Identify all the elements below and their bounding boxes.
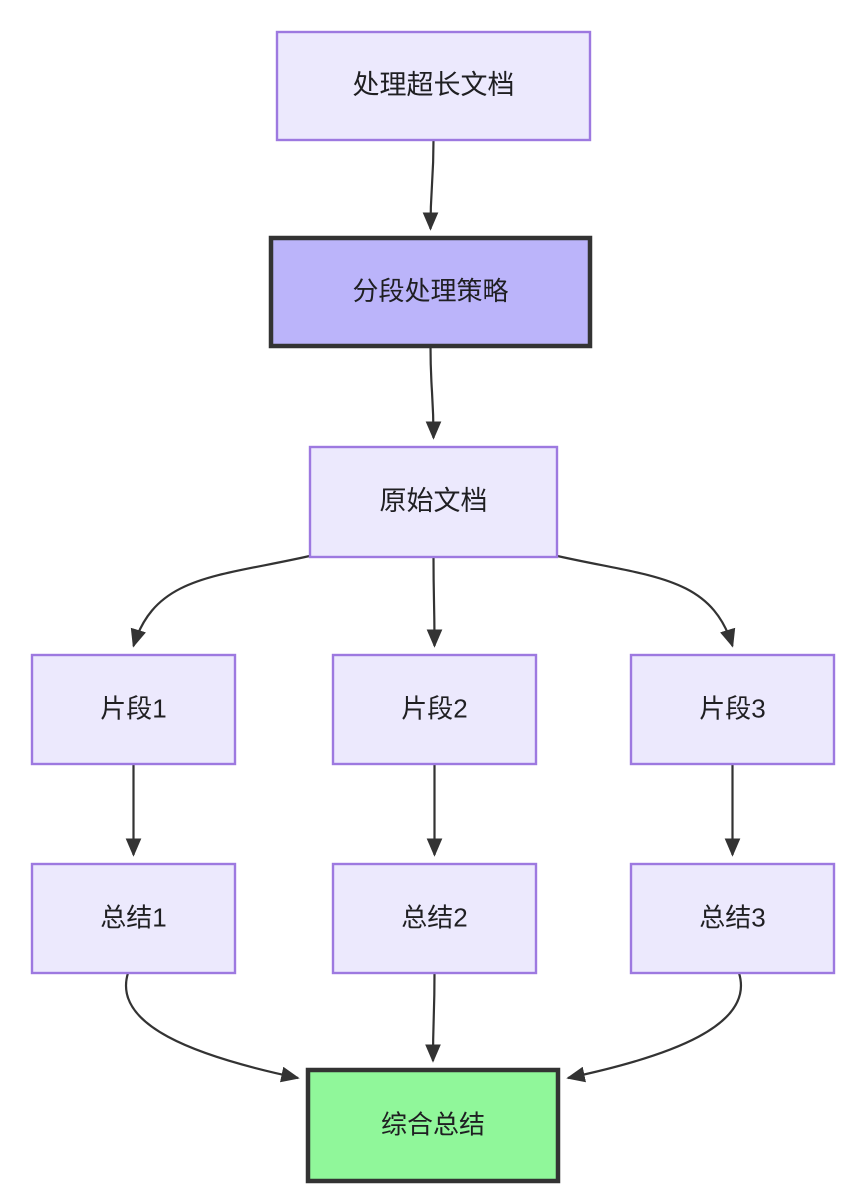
- flow-node-summary-2[interactable]: 总结2: [331, 862, 538, 975]
- flow-edge: [425, 345, 442, 440]
- node-box: [629, 862, 836, 975]
- node-label: 片段1: [100, 693, 166, 723]
- node-label: 原始文档: [380, 486, 488, 516]
- flow-node-fragment-3[interactable]: 片段3: [629, 653, 836, 766]
- node-box: [30, 862, 237, 975]
- flow-node-fragment-2[interactable]: 片段2: [331, 653, 538, 766]
- node-box: [331, 653, 538, 766]
- flow-edge: [422, 139, 439, 231]
- node-box: [268, 235, 593, 349]
- flow-node-source-doc[interactable]: 原始文档: [308, 445, 559, 559]
- flow-node-summary-3[interactable]: 总结3: [629, 862, 836, 975]
- flow-node-chunk-strategy[interactable]: 分段处理策略: [268, 235, 593, 349]
- flow-node-long-doc[interactable]: 处理超长文档: [275, 30, 592, 142]
- node-label: 分段处理策略: [352, 276, 508, 306]
- node-box: [308, 445, 559, 559]
- node-label: 总结2: [401, 902, 467, 932]
- flow-edge: [425, 972, 441, 1063]
- node-label: 片段3: [699, 693, 765, 723]
- flow-node-fragment-1[interactable]: 片段1: [30, 653, 237, 766]
- node-box: [629, 653, 836, 766]
- flow-node-final-summary[interactable]: 综合总结: [305, 1067, 561, 1184]
- flow-edge: [566, 972, 742, 1083]
- node-label: 片段2: [401, 693, 467, 723]
- node-label: 总结3: [699, 902, 765, 932]
- node-box: [305, 1067, 561, 1184]
- flow-edge: [426, 556, 443, 648]
- node-label: 总结1: [100, 902, 166, 932]
- flow-edge: [130, 553, 315, 648]
- node-box: [275, 30, 592, 142]
- node-label: 综合总结: [381, 1109, 485, 1139]
- node-box: [331, 862, 538, 975]
- flow-node-summary-1[interactable]: 总结1: [30, 862, 237, 975]
- flow-edge: [125, 972, 300, 1083]
- flow-edge: [552, 553, 736, 648]
- node-box: [30, 653, 237, 766]
- node-label: 处理超长文档: [353, 70, 515, 100]
- edge-layer: [125, 139, 742, 1083]
